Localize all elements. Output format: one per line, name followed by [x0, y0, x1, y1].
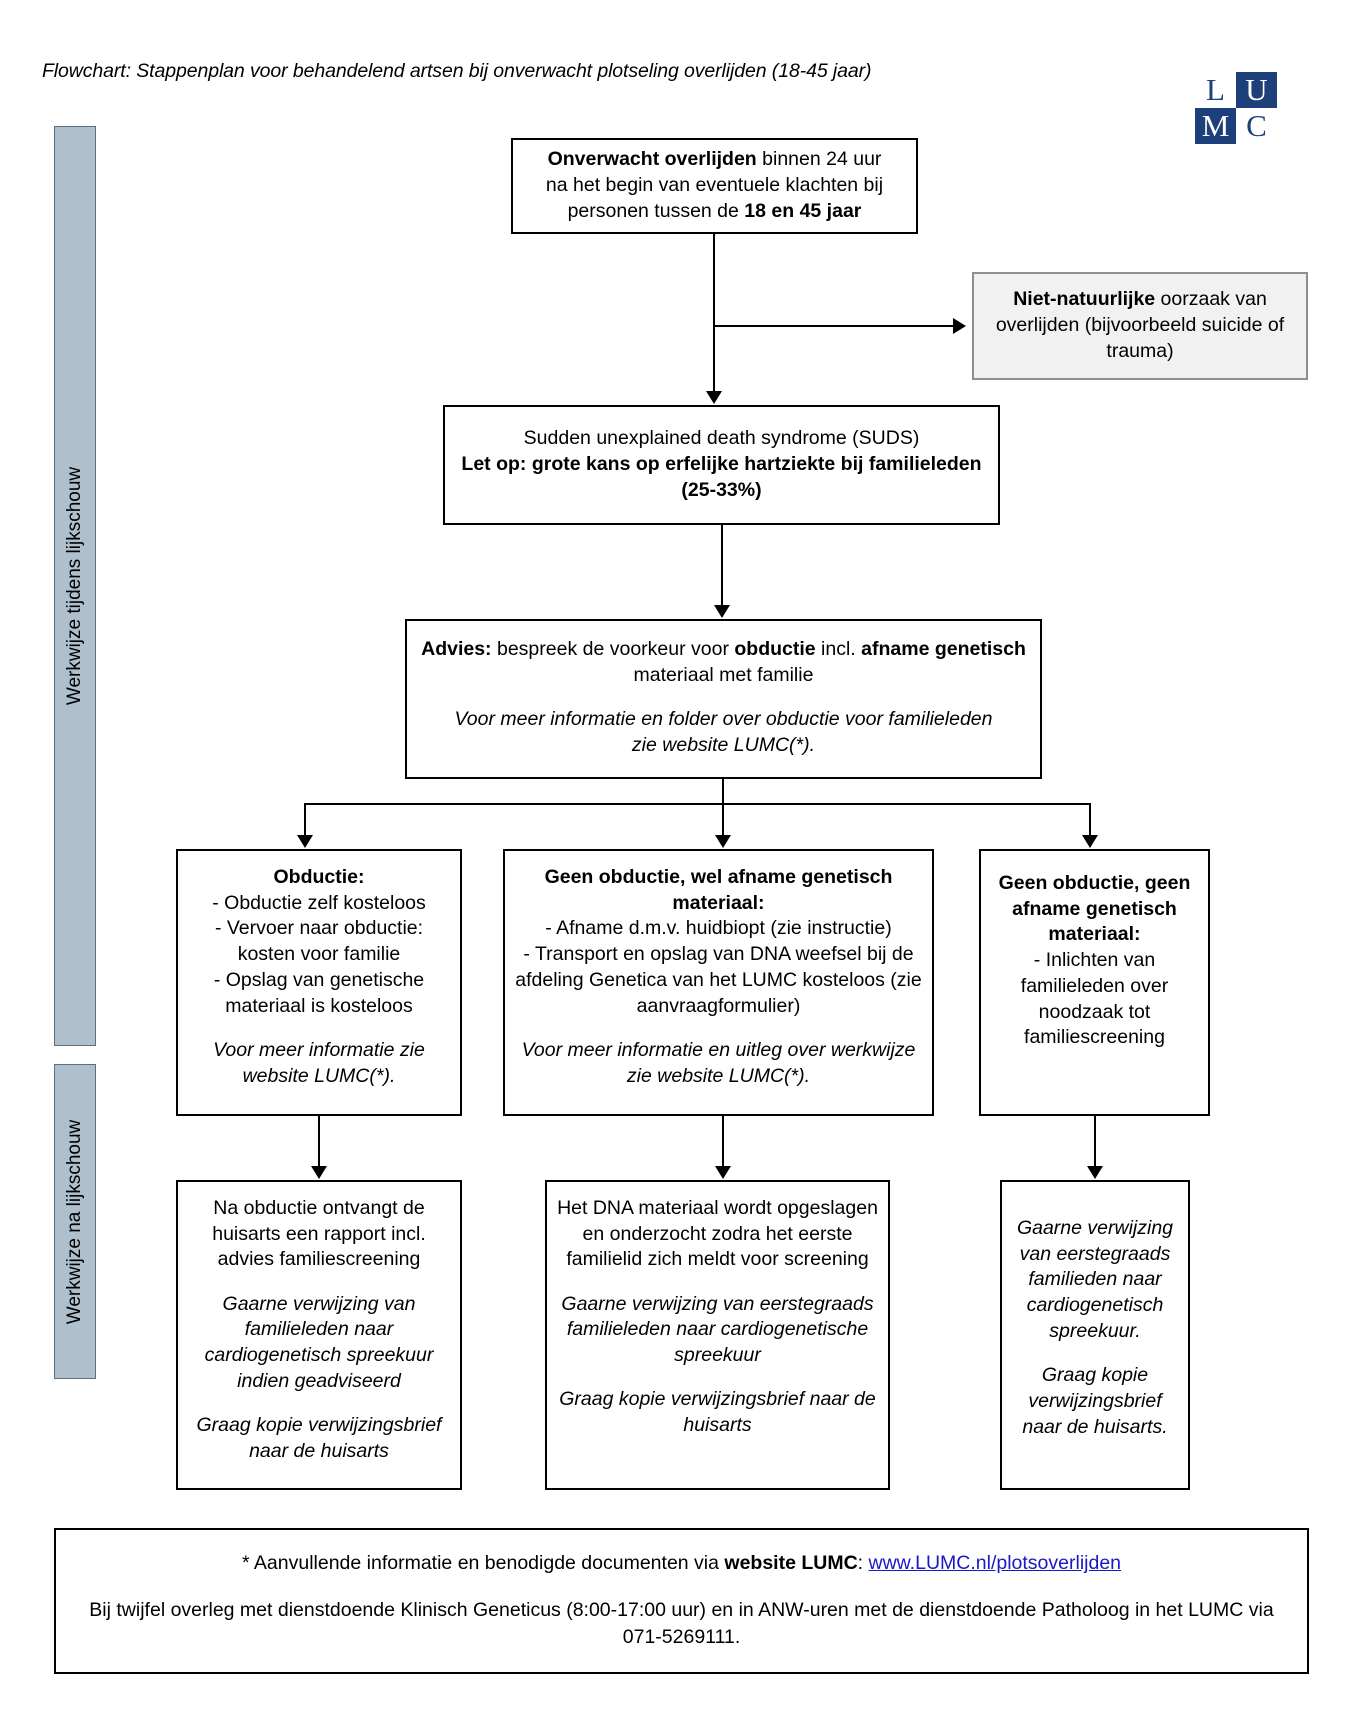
- start-line1-rest: binnen 24 uur: [756, 148, 882, 171]
- obductie-heading: Obductie:: [273, 866, 365, 888]
- node-geen-obductie-geen-afname: Geen obductie, geen afname genetisch mat…: [979, 849, 1210, 1116]
- logo-letter-u: U: [1236, 72, 1277, 108]
- geen-obductie-wel-heading: Geen obductie, wel afname genetisch mate…: [544, 866, 893, 914]
- obductie-bullet-3: - Opslag van genetische materiaal is kos…: [213, 968, 425, 1017]
- connector-bus-to-geen-obductie-wel: [722, 803, 724, 835]
- obductie-italic-note: Voor meer informatie zie website LUMC(*)…: [213, 1038, 425, 1087]
- advies-bold-afname-genetisch: afname genetisch: [861, 638, 1026, 660]
- advies-mid-a: bespreek de voorkeur voor: [491, 638, 735, 660]
- band-during-lijkschouw-label: Werkwijze tijdens lijkschouw: [64, 466, 85, 706]
- arrowhead-suds-to-advies: [714, 605, 730, 618]
- arrowhead-to-obductie: [297, 835, 313, 848]
- na-obductie-p3: Graag kopie verwijzingsbrief naar de hui…: [196, 1414, 442, 1462]
- logo-letter-c: C: [1236, 108, 1277, 144]
- advies-italic-note: Voor meer informatie en folder over obdu…: [454, 707, 993, 756]
- advies-mid-b: incl.: [815, 638, 862, 660]
- connector-suds-to-advies: [721, 525, 723, 605]
- band-after-lijkschouw-label: Werkwijze na lijkschouw: [64, 1119, 85, 1324]
- page-title: Flowchart: Stappenplan voor behandelend …: [42, 60, 872, 82]
- verwijzing-p1: Gaarne verwijzing van eerstegraads famil…: [1016, 1217, 1174, 1342]
- node-dna-materiaal-opslag: Het DNA materiaal wordt opgeslagen en on…: [545, 1180, 890, 1490]
- obductie-bullet-2: - Vervoer naar obductie: kosten voor fam…: [214, 917, 424, 966]
- connector-bus-to-geen-obductie-geen: [1089, 803, 1091, 835]
- geen-obductie-wel-bullet-1: - Afname d.m.v. huidbiopt (zie instructi…: [545, 917, 892, 940]
- unnatural-rest: oorzaak van overlijden (bijvoorbeeld sui…: [995, 288, 1285, 362]
- logo-letter-m: M: [1195, 108, 1236, 144]
- node-geen-obductie-wel-afname: Geen obductie, wel afname genetisch mate…: [503, 849, 934, 1116]
- advies-bold-advies: Advies:: [421, 638, 492, 660]
- geen-obductie-wel-bullet-2: - Transport en opslag van DNA weefsel bi…: [515, 943, 922, 1017]
- node-verwijzing-eerstegraads: Gaarne verwijzing van eerstegraads famil…: [1000, 1180, 1190, 1490]
- na-obductie-p1: Na obductie ontvangt de huisarts een rap…: [212, 1197, 426, 1271]
- node-onverwacht-overlijden: Onverwacht overlijden binnen 24 uur na h…: [511, 138, 918, 234]
- arrowhead-start-to-suds: [706, 391, 722, 404]
- node-niet-natuurlijke-oorzaak: Niet-natuurlijke oorzaak van overlijden …: [972, 272, 1308, 380]
- footer-line-2: Bij twijfel overleg met dienstdoende Kli…: [89, 1599, 1274, 1649]
- footer-line-1: * Aanvullende informatie en benodigde do…: [242, 1550, 1121, 1577]
- start-line2: na het begin van eventuele klachten bij: [545, 174, 884, 197]
- suds-line2-bold: Let op: grote kans op erfelijke hartziek…: [461, 453, 982, 501]
- arrowhead-to-geen-obductie-geen: [1082, 835, 1098, 848]
- band-after-lijkschouw: Werkwijze na lijkschouw: [54, 1064, 96, 1379]
- geen-obductie-geen-heading: Geen obductie, geen afname genetisch mat…: [998, 872, 1191, 946]
- node-advies: Advies: bespreek de voorkeur voor obduct…: [405, 619, 1042, 779]
- arrowhead-obductie-to-na-obductie: [311, 1166, 327, 1179]
- arrowhead-geen-obductie-wel-to-dna: [715, 1166, 731, 1179]
- logo-letter-l: L: [1195, 72, 1236, 108]
- footer-line1-a: * Aanvullende informatie en benodigde do…: [241, 1552, 725, 1575]
- arrowhead-geen-obductie-geen-to-verwijzing: [1087, 1166, 1103, 1179]
- dna-materiaal-p2: Gaarne verwijzing van eerstegraads famil…: [561, 1292, 874, 1367]
- start-line1-bold: Onverwacht overlijden: [547, 148, 757, 171]
- obductie-bullet-1: - Obductie zelf kosteloos: [212, 891, 426, 914]
- dna-materiaal-p3: Graag kopie verwijzingsbrief naar de hui…: [559, 1388, 876, 1437]
- connector-obductie-to-na-obductie: [318, 1116, 320, 1166]
- arrowhead-to-niet-natuurlijke: [953, 318, 966, 334]
- connector-geen-obductie-geen-to-verwijzing: [1094, 1116, 1096, 1166]
- geen-obductie-geen-bullet-1: - Inlichten van familieleden over noodza…: [1020, 949, 1169, 1049]
- connector-advies-bus: [304, 803, 1091, 805]
- footer-note-box: * Aanvullende informatie en benodigde do…: [54, 1528, 1309, 1674]
- connector-advies-stem: [722, 779, 724, 805]
- band-during-lijkschouw: Werkwijze tijdens lijkschouw: [54, 126, 96, 1046]
- geen-obductie-wel-italic-note: Voor meer informatie en uitleg over werk…: [521, 1038, 916, 1087]
- node-obductie: Obductie: - Obductie zelf kosteloos - Ve…: [176, 849, 462, 1116]
- connector-geen-obductie-wel-to-dna: [722, 1116, 724, 1166]
- connector-start-to-suds: [713, 234, 715, 391]
- connector-start-to-niet-natuurlijke: [713, 325, 953, 327]
- footer-line1-bold: website LUMC: [724, 1552, 858, 1575]
- na-obductie-p2: Gaarne verwijzing van familieleden naar …: [204, 1292, 434, 1392]
- lumc-logo: L U M C: [1195, 72, 1277, 144]
- advies-tail: materiaal met familie: [633, 663, 814, 686]
- footer-line1-b: :: [857, 1552, 869, 1575]
- node-na-obductie-rapport: Na obductie ontvangt de huisarts een rap…: [176, 1180, 462, 1490]
- verwijzing-p2: Graag kopie verwijzingsbrief naar de hui…: [1022, 1364, 1168, 1438]
- suds-line1: Sudden unexplained death syndrome (SUDS): [523, 427, 920, 450]
- advies-bold-obductie: obductie: [734, 638, 816, 660]
- lumc-website-link[interactable]: www.LUMC.nl/plotsoverlijden: [868, 1552, 1122, 1575]
- start-line3-rest: personen tussen de: [567, 199, 745, 222]
- unnatural-bold: Niet-natuurlijke: [1013, 288, 1156, 311]
- connector-bus-to-obductie: [304, 803, 306, 835]
- start-line3-bold: 18 en 45 jaar: [744, 199, 862, 222]
- node-suds: Sudden unexplained death syndrome (SUDS)…: [443, 405, 1000, 525]
- arrowhead-to-geen-obductie-wel: [715, 835, 731, 848]
- dna-materiaal-p1: Het DNA materiaal wordt opgeslagen en on…: [557, 1197, 878, 1271]
